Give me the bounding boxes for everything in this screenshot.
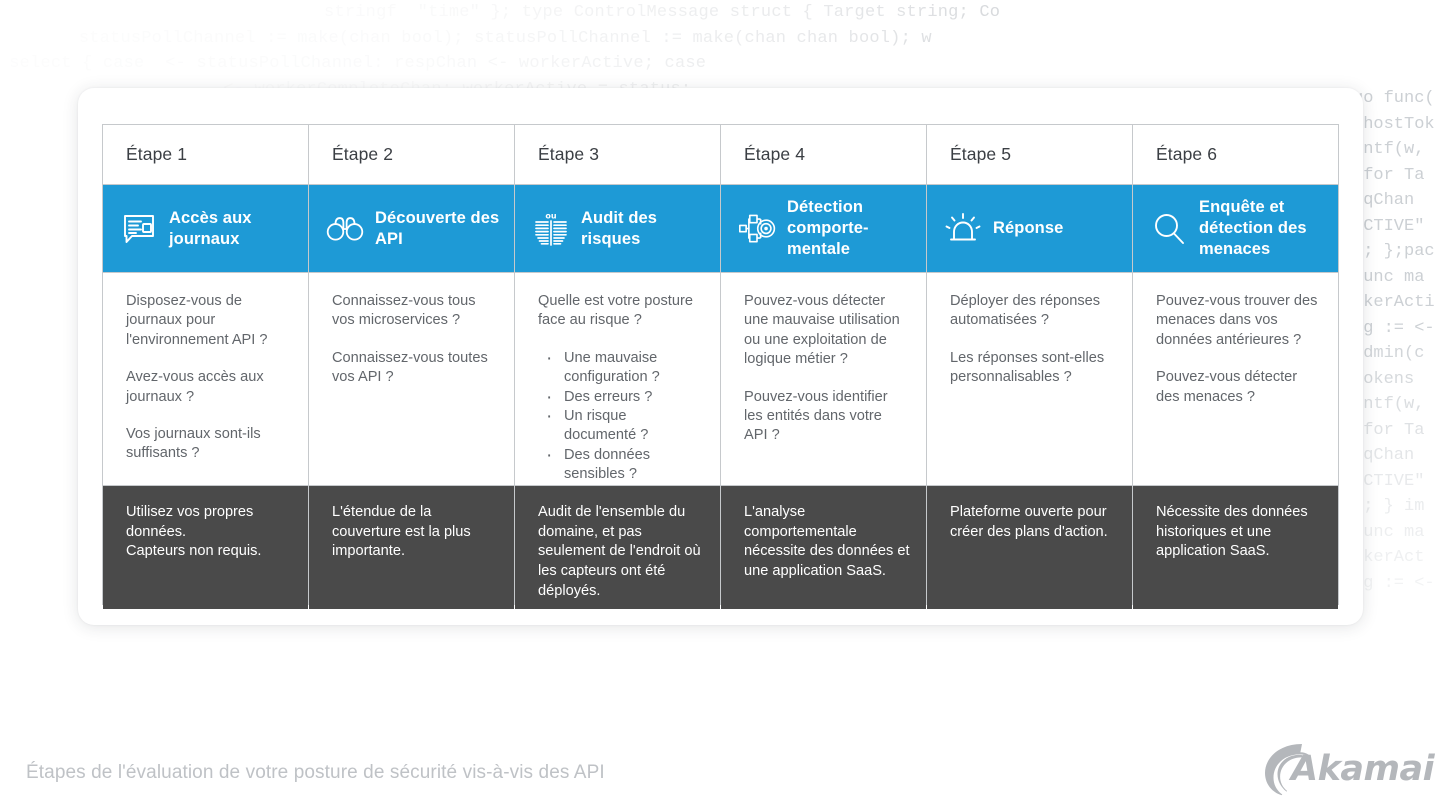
phase-header-3: ou Audit des risques: [515, 185, 720, 272]
question-text: Vos journaux sont-ils suffisants ?: [126, 426, 261, 462]
question-text: Avez-vous accès aux journaux ?: [126, 369, 264, 405]
step-label-text: Étape 2: [332, 144, 394, 164]
code-line: rkerAct: [1353, 548, 1425, 567]
code-line: intf(w,: [1353, 395, 1425, 414]
binoculars-icon: [326, 210, 364, 248]
log-document-icon: [120, 210, 158, 248]
akamai-swoosh-icon: [1265, 744, 1309, 796]
step-label-text: Étape 6: [1156, 144, 1218, 164]
svg-text:ou: ou: [545, 211, 556, 220]
risk-equalizer-icon: ou: [532, 210, 570, 248]
question-bullet-item: Une mauvaise configuration ?: [538, 348, 702, 388]
step-label-3: Étape 3: [515, 125, 720, 184]
code-line: admin(c: [1353, 344, 1425, 363]
phase-title: Découverte des API: [375, 208, 500, 248]
summary-cell-6: Nécessite des données historiques et une…: [1133, 486, 1338, 609]
step-label-text: Étape 4: [744, 144, 806, 164]
code-line: for Ta: [1353, 165, 1425, 185]
summary-cell-5: Plateforme ouverte pour créer des plans …: [927, 486, 1132, 609]
question-text: Pouvez-vous détecter des menaces ?: [1156, 369, 1298, 405]
code-line: ); };pac: [1353, 242, 1435, 261]
akamai-logo: Akamai: [1262, 741, 1435, 799]
code-line: ACTIVE": [1353, 471, 1425, 491]
step-label-text: Étape 1: [126, 144, 188, 164]
question-text: Pouvez-vous identifier les entités dans …: [744, 388, 888, 444]
questions-cell-4: Pouvez-vous détecter une mauvaise utilis…: [721, 273, 926, 485]
question-bullet-list: Une mauvaise configuration ?Des erreurs …: [538, 348, 702, 485]
phase-header-1: Accès aux journaux: [103, 185, 308, 272]
code-line: sg := <-: [1353, 318, 1435, 338]
code-line: eqChan: [1353, 446, 1415, 465]
phase-header-5: Réponse: [927, 185, 1132, 272]
code-line: ); } im: [1353, 497, 1425, 516]
step-label-text: Étape 3: [538, 144, 600, 164]
code-line: sg := <-: [1353, 573, 1435, 593]
code-line: func ma: [1353, 522, 1425, 542]
question-text: Disposez-vous de journaux pour l'environ…: [126, 293, 268, 348]
akamai-wordmark: Akamai: [1291, 749, 1435, 789]
questions-cell-5: Déployer des réponses automatisées ? Les …: [927, 273, 1132, 485]
code-line: select { case <- statusPollChannel: resp…: [9, 54, 707, 73]
code-line: rkerActi: [1353, 293, 1435, 312]
phase-header-4: Détection comporte-mentale: [721, 185, 926, 272]
question-bullet-item: Un risque documenté ?: [538, 406, 702, 446]
code-line: stringf "time" }; type ControlMessage st…: [0, 3, 1001, 22]
assessment-card: Étape 1 Étape 2 Étape 3 Étape 4 Étape 5 Étape…: [78, 88, 1363, 625]
phase-header-2: Découverte des API: [309, 185, 514, 272]
step-label-1: Étape 1: [103, 125, 308, 184]
phase-title: Enquête et détection des menaces: [1199, 198, 1307, 258]
question-bullet-item: Des erreurs ?: [538, 387, 702, 409]
step-label-text: Étape 5: [950, 144, 1012, 164]
summary-cell-2: L'étendue de la couverture est la plus i…: [309, 486, 514, 609]
questions-cell-3: Quelle est votre posture face au risque …: [515, 273, 720, 485]
magnifier-search-icon: [1150, 210, 1188, 248]
question-bullet-item: Des données sensibles ?: [538, 445, 702, 485]
code-line: for Ta: [1353, 420, 1425, 440]
code-line: go func(: [1353, 89, 1440, 108]
behavior-network-target-icon: [738, 210, 776, 248]
question-text: Connaissez-vous tous vos microservices ?: [332, 293, 476, 329]
step-label-2: Étape 2: [309, 125, 514, 184]
code-line: hostTok: [1353, 114, 1435, 134]
code-line: statusPollChannel := make(chan bool); st…: [78, 28, 932, 48]
summary-cell-4: L'analyse comportementale nécessite des …: [721, 486, 926, 609]
phase-title: Détection comporte-mentale: [787, 198, 869, 258]
summary-cell-1: Utilisez vos propres données.Capteurs no…: [103, 486, 308, 609]
question-text: Connaissez-vous toutes vos API ?: [332, 349, 488, 386]
code-line: func ma: [1353, 267, 1425, 287]
phase-title: Accès aux journaux: [169, 208, 252, 248]
step-label-6: Étape 6: [1133, 125, 1338, 184]
questions-cell-6: Pouvez-vous trouver des menaces dans vos…: [1133, 273, 1338, 485]
phase-title: Réponse: [993, 219, 1064, 238]
siren-alarm-icon: [944, 210, 982, 248]
question-text: Pouvez-vous détecter une mauvaise utilis…: [744, 293, 900, 368]
question-text: Déployer des réponses automatisées ?: [950, 293, 1101, 329]
question-text: Quelle est votre posture face au risque …: [538, 293, 693, 329]
phase-header-6: Enquête et détection des menaces: [1133, 185, 1338, 272]
questions-cell-2: Connaissez-vous tous vos microservices ?…: [309, 273, 514, 485]
background-code-top: stringf "time" }; type ControlMessage st…: [0, 0, 1440, 100]
code-line: eqChan: [1353, 191, 1415, 210]
questions-cell-1: Disposez-vous de journaux pour l'environ…: [103, 273, 308, 485]
question-text: Les réponses sont-elles personnalisables…: [950, 349, 1105, 386]
code-line: ACTIVE": [1353, 216, 1425, 236]
page-caption: Étapes de l'évaluation de votre posture …: [26, 762, 605, 783]
code-line: tokens: [1353, 369, 1415, 389]
code-line: intf(w,: [1353, 140, 1435, 159]
summary-cell-3: Audit de l'ensemble du domaine, et pas s…: [515, 486, 720, 609]
assessment-matrix: Étape 1 Étape 2 Étape 3 Étape 4 Étape 5 Étape…: [102, 124, 1339, 609]
step-label-4: Étape 4: [721, 125, 926, 184]
step-label-5: Étape 5: [927, 125, 1132, 184]
question-text: Pouvez-vous trouver des menaces dans vos…: [1156, 293, 1318, 348]
phase-title: Audit des risques: [581, 208, 658, 248]
